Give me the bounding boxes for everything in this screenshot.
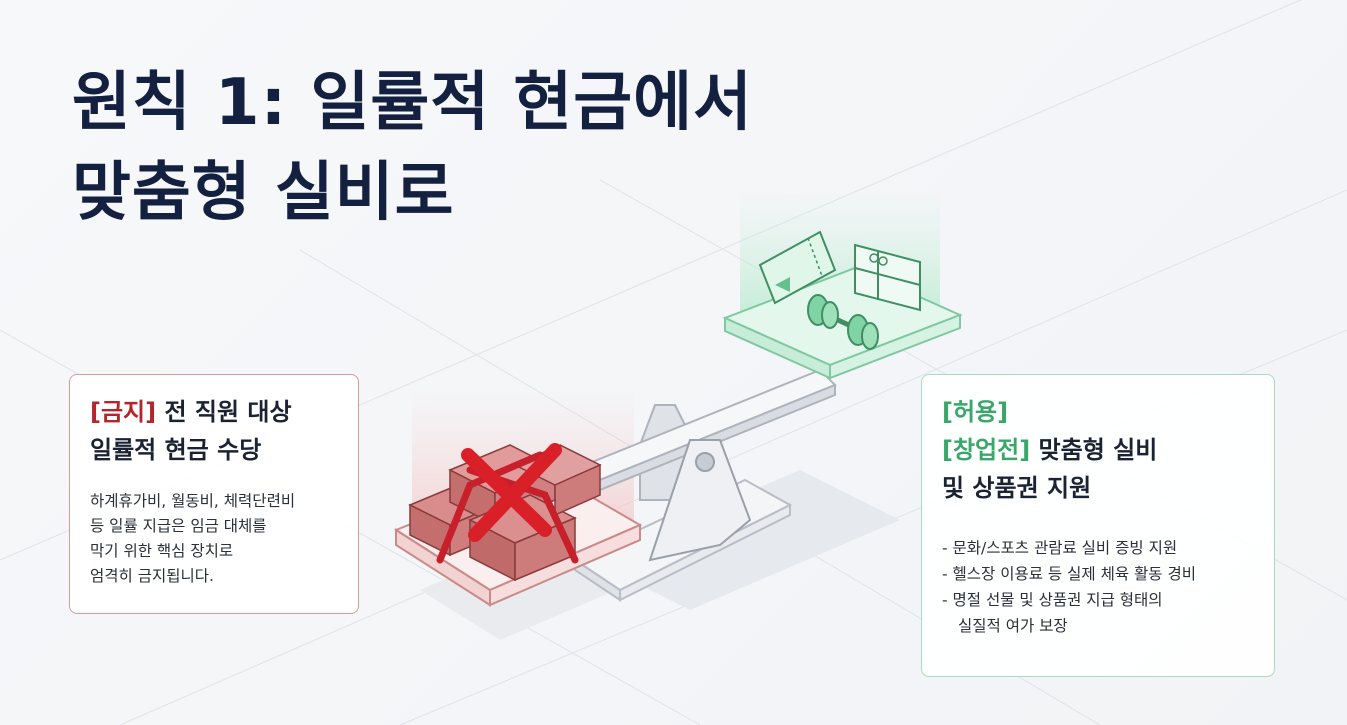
page-title: 원칙 1: 일률적 현금에서 맞춤형 실비로: [72, 58, 753, 238]
gift-card-icon: [854, 243, 921, 312]
prohibited-heading: [금지] 전 직원 대상 일률적 현금 수당: [90, 393, 292, 469]
allowed-heading-rest: 맞춤형 실비: [1030, 436, 1158, 464]
list-item: - 명절 선물 및 상품권 지급 형태의: [942, 591, 1163, 609]
allowed-heading-line3: 및 상품권 지원: [942, 474, 1092, 502]
ticket-icon: [758, 230, 837, 305]
allowed-subtag: [창업전]: [942, 436, 1031, 464]
prohibited-tag: [금지]: [90, 398, 157, 426]
list-item: - 문화/스포츠 관람료 실비 증빙 지원: [942, 539, 1178, 557]
allowed-list: - 문화/스포츠 관람료 실비 증빙 지원 - 헬스장 이용료 등 실제 체육 …: [942, 535, 1196, 639]
allowed-heading: [허용] [창업전] 맞춤형 실비 및 상품권 지원: [942, 393, 1157, 507]
fulcrum-front: [648, 439, 752, 562]
prohibited-heading-line2: 일률적 현금 수당: [90, 436, 262, 464]
list-item: - 헬스장 이용료 등 실제 체육 활동 경비: [942, 565, 1196, 583]
prohibited-body-line: 막기 위한 핵심 장치로: [90, 542, 234, 560]
list-item-continuation: 실질적 여가 보장: [958, 617, 1068, 635]
allowed-tag: [허용]: [942, 398, 1009, 426]
prohibited-heading-rest: 전 직원 대상: [156, 398, 292, 426]
prohibited-body-line: 등 일률 지급은 임금 대체를: [90, 517, 267, 535]
prohibited-body-line: 엄격히 금지됩니다.: [90, 567, 214, 585]
prohibited-body: 하계휴가비, 월동비, 체력단련비 등 일률 지급은 임금 대체를 막기 위한 …: [90, 489, 295, 589]
prohibited-body-line: 하계휴가비, 월동비, 체력단련비: [90, 492, 296, 510]
title-line-1: 원칙 1: 일률적 현금에서: [72, 66, 753, 140]
prohibited-card: [금지] 전 직원 대상 일률적 현금 수당 하계휴가비, 월동비, 체력단련비…: [69, 374, 359, 614]
title-line-2: 맞춤형 실비로: [72, 156, 455, 230]
dumbbell-icon: [807, 294, 879, 350]
red-x-icon: [461, 443, 562, 542]
allowed-card: [허용] [창업전] 맞춤형 실비 및 상품권 지원 - 문화/스포츠 관람료 …: [921, 374, 1275, 677]
